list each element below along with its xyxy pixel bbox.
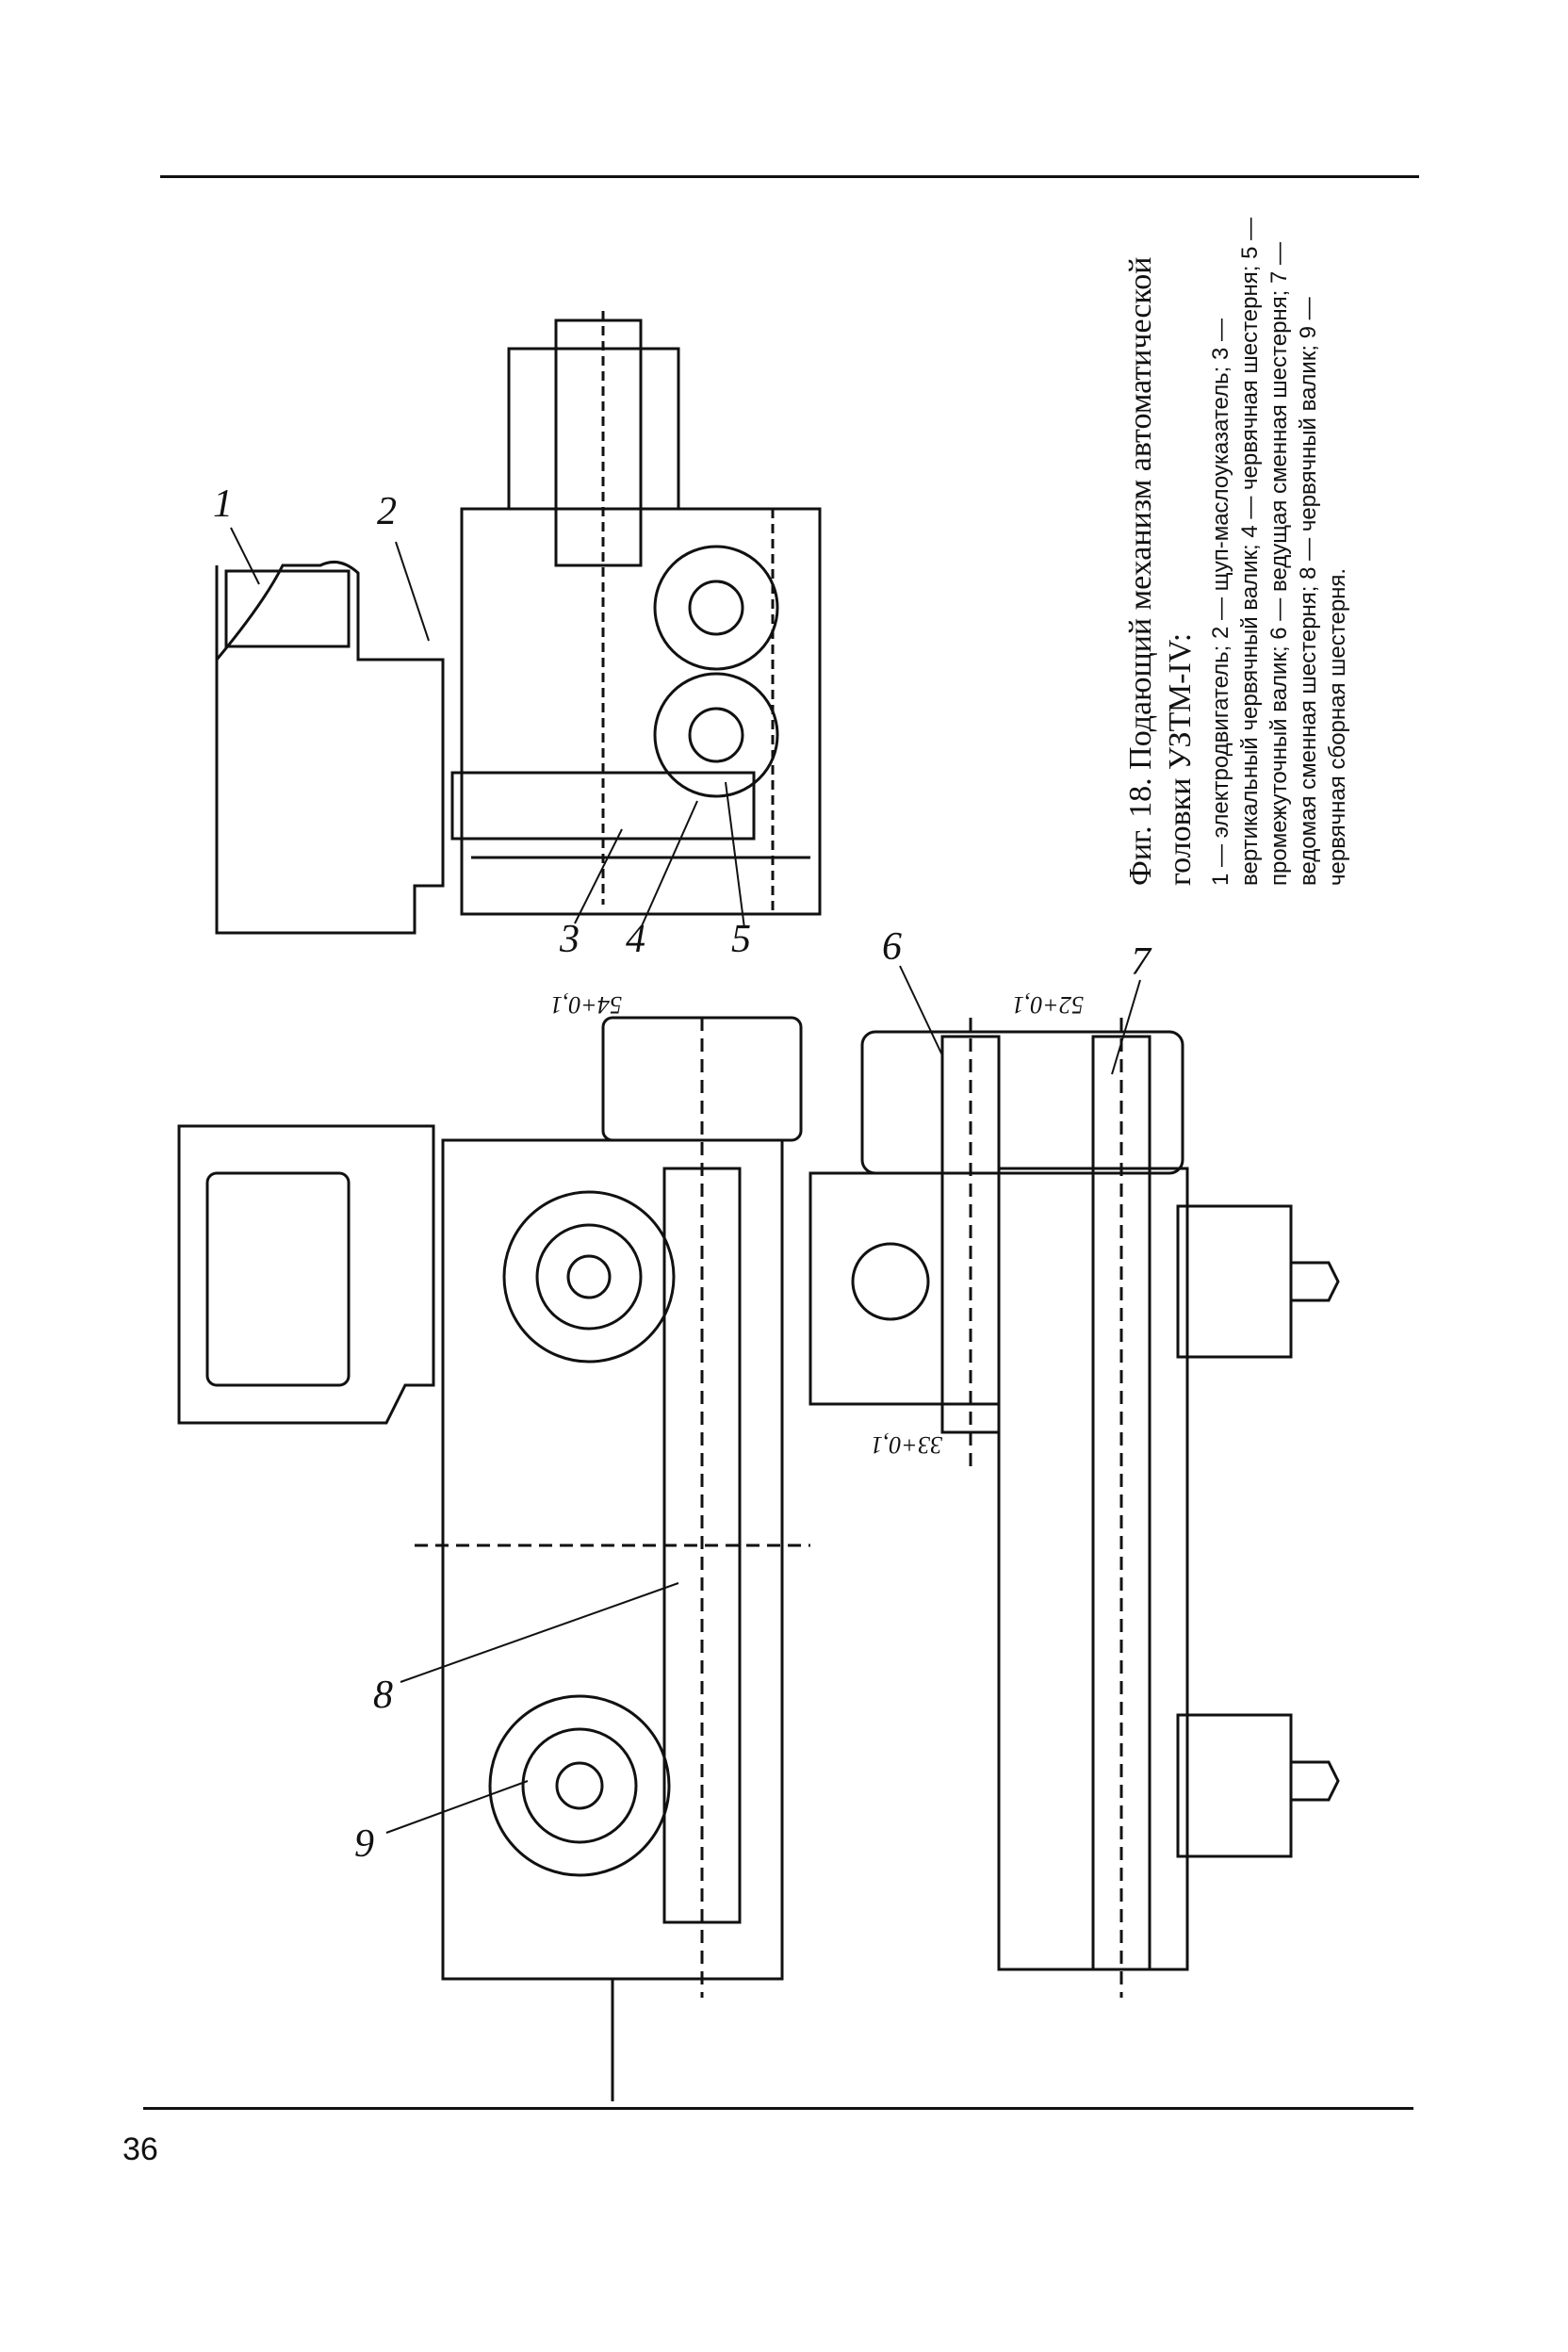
- motor-window-upper: [224, 569, 351, 648]
- dimension-54: 54+0,1: [550, 991, 622, 1019]
- dimension-52: 52+0,1: [1012, 991, 1084, 1019]
- worm-gear-upper: [502, 1190, 676, 1364]
- worm-gear-lower-inner: [521, 1727, 638, 1844]
- upper-housing: [460, 507, 822, 916]
- worm-gear-upper-hub: [566, 1254, 612, 1299]
- page-number: 36: [122, 2132, 158, 2167]
- dimension-33: 33+0,1: [871, 1431, 943, 1459]
- worm-gear-lower-hub: [555, 1761, 604, 1810]
- right-bore: [851, 1242, 930, 1321]
- motor-outline-upper: [215, 560, 445, 935]
- right-flange-bottom: [1176, 1713, 1293, 1858]
- upper-shaft: [554, 318, 643, 567]
- upper-gear-b-hub: [688, 707, 744, 763]
- callout-1: 1: [213, 482, 233, 526]
- figure-caption: Фиг. 18. Подающий механизм автоматическо…: [1121, 207, 1568, 886]
- motor-window-lower: [205, 1171, 351, 1387]
- figure-title: Фиг. 18. Подающий механизм автоматическо…: [1123, 256, 1198, 886]
- callout-8: 8: [373, 1674, 393, 1717]
- bottom-rule: [143, 2107, 1413, 2110]
- callout-2: 2: [377, 490, 397, 533]
- worm-gear-lower: [488, 1694, 671, 1877]
- top-rule: [160, 175, 1419, 178]
- right-body: [997, 1167, 1189, 1971]
- callout-9: 9: [354, 1822, 374, 1866]
- callout-3: 3: [559, 918, 580, 961]
- callout-6: 6: [882, 925, 902, 969]
- worm-gear-upper-inner: [535, 1223, 643, 1331]
- upper-gear-a: [653, 545, 779, 671]
- callout-7: 7: [1131, 940, 1152, 984]
- motor-outline-lower: [177, 1124, 435, 1425]
- upper-gear-b: [653, 672, 779, 798]
- right-change-gear-cover: [860, 1030, 1184, 1175]
- upper-gear-a-hub: [688, 580, 744, 636]
- upper-bearing-block: [507, 347, 680, 511]
- right-flange-top: [1176, 1204, 1293, 1359]
- callout-4: 4: [626, 918, 645, 961]
- figure-legend: 1 — электродвигатель; 2 — щуп-маслоуказа…: [1208, 217, 1350, 886]
- callout-5: 5: [731, 918, 751, 961]
- lower-housing: [441, 1138, 784, 1981]
